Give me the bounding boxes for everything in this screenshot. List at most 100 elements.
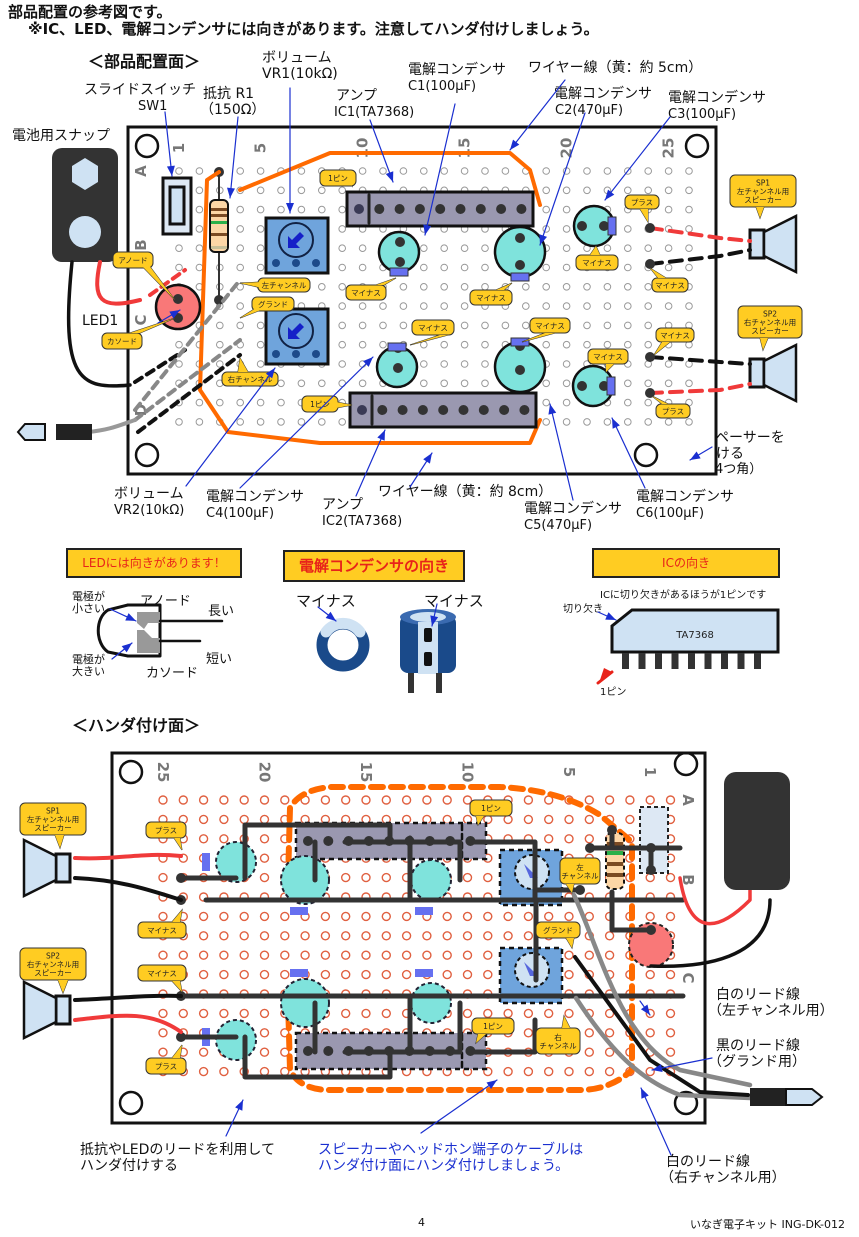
board-hole bbox=[562, 283, 571, 291]
solder-hole bbox=[523, 911, 534, 922]
board-hole bbox=[440, 302, 449, 310]
board-hole bbox=[175, 418, 183, 426]
solder-headphone-plug bbox=[750, 1088, 786, 1106]
solder-hole bbox=[422, 931, 432, 941]
arrow-white-right bbox=[640, 1087, 672, 1156]
c5-value: C5(470μF) bbox=[524, 518, 593, 533]
board-hole bbox=[338, 244, 347, 252]
arrow-vr2-head bbox=[265, 368, 275, 379]
callout-right-channel-text: 右チャンネル bbox=[228, 374, 273, 384]
board-hole bbox=[236, 244, 244, 252]
solder-hole bbox=[665, 1008, 676, 1019]
board-hole bbox=[277, 186, 285, 195]
callout-sp1-text: 左チャンネル用 bbox=[737, 186, 789, 196]
solder-hole bbox=[422, 795, 432, 805]
solder-hole bbox=[381, 950, 391, 960]
board-hole bbox=[420, 302, 428, 310]
solder-hole bbox=[564, 969, 574, 980]
solder-callout-pin1-ic2-text: 1ピン bbox=[483, 1022, 503, 1031]
arrow-vr2 bbox=[185, 367, 276, 487]
board-hole bbox=[297, 167, 306, 175]
board-hole bbox=[481, 360, 489, 368]
board-hole bbox=[358, 340, 367, 349]
arrow-led1-head bbox=[169, 310, 180, 319]
ic-diagram-pin bbox=[754, 653, 761, 669]
board-hole bbox=[175, 340, 183, 349]
callout-minus-c6-text: マイナス bbox=[593, 353, 623, 362]
board-hole bbox=[216, 398, 224, 407]
solder-hole bbox=[584, 1066, 594, 1077]
board-hole bbox=[460, 244, 469, 252]
board-hole bbox=[460, 283, 469, 291]
arrow-c1-head bbox=[423, 224, 432, 235]
vr1-value: VR1(10kΩ) bbox=[262, 66, 338, 82]
resistor-band bbox=[211, 214, 227, 217]
board-hole bbox=[624, 379, 632, 388]
callout-sp2-text: スピーカー bbox=[751, 327, 789, 336]
solder-pad bbox=[646, 843, 656, 853]
led-note-title: LEDには向きがあります！ bbox=[66, 548, 242, 578]
speaker-pad bbox=[645, 259, 655, 269]
wire8-label: ワイヤー線（黄：約 8cm） bbox=[378, 484, 553, 500]
solder-callout-ground: グランド bbox=[535, 921, 581, 950]
solder-callout-pin1-ic2-box bbox=[471, 1017, 515, 1035]
board-hole bbox=[624, 321, 632, 330]
solder-speaker-sp1-cone bbox=[22, 837, 58, 899]
solder-hole bbox=[320, 911, 331, 922]
board-hole bbox=[297, 186, 306, 195]
board-hole bbox=[583, 418, 591, 426]
board-hole bbox=[685, 302, 693, 310]
solder-hole bbox=[544, 814, 554, 825]
arrow-ic2-head bbox=[377, 430, 385, 441]
board-hole bbox=[542, 398, 551, 407]
board-hole bbox=[624, 244, 632, 252]
solder-hole bbox=[219, 969, 229, 980]
board-hole bbox=[664, 205, 673, 214]
c4-label: 電解コンデンサ bbox=[206, 489, 304, 505]
solder-column-number-5: 5 bbox=[560, 767, 578, 777]
cap-side-lead bbox=[436, 673, 442, 693]
arrow-sw1 bbox=[164, 111, 173, 177]
board-hole bbox=[256, 340, 265, 349]
board-hole bbox=[481, 340, 489, 349]
solder-hole bbox=[645, 1066, 655, 1077]
callout-minus-c1-text: マイナス bbox=[351, 289, 381, 298]
board-hole bbox=[195, 418, 204, 426]
ic-pin bbox=[458, 405, 469, 415]
solder-hole bbox=[483, 872, 493, 883]
solder-sp2-red-wire bbox=[73, 1013, 183, 1034]
solder-pad bbox=[646, 925, 656, 935]
solder-hole bbox=[259, 1008, 270, 1019]
solder-hole bbox=[604, 1028, 615, 1038]
wire-outline-dashed bbox=[285, 784, 635, 1093]
board-hole bbox=[195, 244, 204, 252]
headphone-wire bbox=[86, 418, 137, 434]
arrow-sw1-head bbox=[166, 165, 175, 176]
arrow-c2-head bbox=[539, 234, 548, 245]
board-hole bbox=[338, 225, 347, 233]
callout-minus-c1: マイナス bbox=[345, 277, 397, 301]
board-hole bbox=[338, 302, 347, 310]
solder-hole bbox=[503, 1008, 513, 1019]
board-hole bbox=[256, 418, 265, 426]
board-hole bbox=[399, 321, 408, 330]
battery-red-wire bbox=[95, 260, 142, 306]
board-hole bbox=[644, 379, 653, 388]
solder-hole bbox=[341, 872, 351, 883]
board-hole bbox=[624, 167, 632, 175]
board-hole bbox=[664, 379, 673, 388]
solder-callout-plus-sp2-tail-fill bbox=[172, 1045, 182, 1058]
board-hole bbox=[542, 167, 551, 175]
solder-hole bbox=[422, 950, 432, 960]
solder-callout-sp1-text: SP1 bbox=[46, 807, 60, 816]
board-hole bbox=[603, 302, 612, 310]
solder-hole bbox=[239, 931, 249, 941]
ic-pin bbox=[475, 204, 486, 214]
volume-arrow-icon bbox=[288, 323, 304, 339]
solder-hole bbox=[604, 1066, 615, 1077]
solder-hole bbox=[219, 950, 229, 960]
solder-hole bbox=[604, 950, 615, 960]
solder-hole bbox=[178, 1008, 189, 1019]
board-hole bbox=[440, 283, 449, 291]
callout-minus-c3: マイナス bbox=[575, 244, 619, 271]
